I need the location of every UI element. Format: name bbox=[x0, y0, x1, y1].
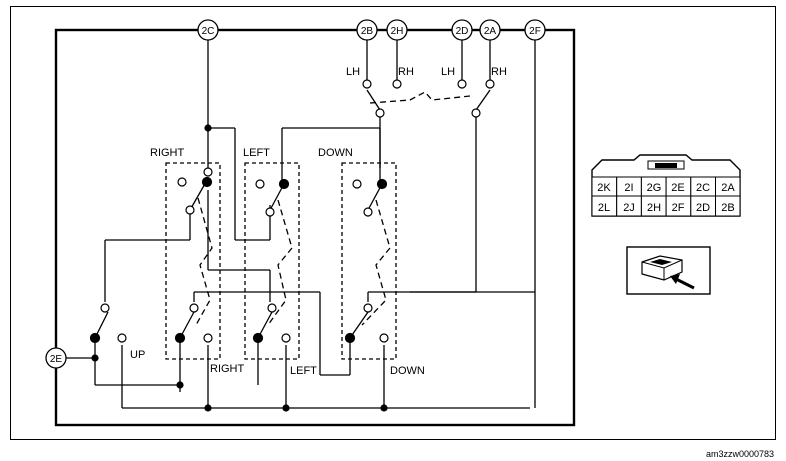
label-right-top: RIGHT bbox=[150, 147, 185, 159]
label-down-top: DOWN bbox=[318, 147, 353, 159]
terminal-2E-label: 2E bbox=[50, 354, 63, 365]
switch-box-down bbox=[341, 162, 397, 360]
switch-outline bbox=[54, 28, 576, 427]
switch-box-left bbox=[244, 162, 300, 360]
pin-2E: 2E bbox=[671, 182, 684, 194]
connector-view-icon bbox=[626, 246, 711, 295]
pin-2A: 2A bbox=[721, 182, 735, 194]
pin-2B: 2B bbox=[721, 202, 734, 214]
terminal-2D bbox=[451, 19, 473, 41]
label-up: UP bbox=[130, 349, 145, 361]
terminal-2H-label: 2H bbox=[391, 26, 404, 37]
pin-2D: 2D bbox=[696, 202, 710, 214]
label-left-bottom: LEFT bbox=[290, 365, 317, 377]
pin-2F: 2F bbox=[672, 202, 685, 214]
figure-reference-id: am3zzw0000783 bbox=[705, 449, 774, 459]
terminal-2C-label: 2C bbox=[202, 26, 215, 37]
terminal-2H bbox=[386, 19, 408, 41]
terminal-2D-label: 2D bbox=[456, 26, 469, 37]
pin-2H: 2H bbox=[647, 202, 661, 214]
terminal-2A bbox=[479, 19, 501, 41]
label-rh-2: RH bbox=[491, 66, 507, 78]
switch-box-right bbox=[165, 162, 221, 360]
label-rh-1: RH bbox=[398, 66, 414, 78]
pin-2L: 2L bbox=[598, 202, 610, 214]
figure-frame bbox=[10, 6, 776, 440]
pin-2J: 2J bbox=[623, 202, 635, 214]
pin-2G: 2G bbox=[647, 182, 662, 194]
pin-2K: 2K bbox=[597, 182, 611, 194]
connector-face: 2K 2I 2G 2E 2C 2A 2L 2J 2H 2F 2D 2B bbox=[591, 154, 741, 217]
pin-2I: 2I bbox=[624, 182, 633, 194]
label-down-bottom: DOWN bbox=[390, 365, 425, 377]
label-left-top: LEFT bbox=[243, 147, 270, 159]
label-lh-1: LH bbox=[346, 66, 360, 78]
terminal-2B-label: 2B bbox=[361, 26, 374, 37]
terminal-2C bbox=[197, 19, 219, 41]
label-right-bottom: RIGHT bbox=[210, 363, 245, 375]
terminal-2E bbox=[45, 347, 67, 369]
terminal-2F bbox=[524, 19, 546, 41]
terminal-2A-label: 2A bbox=[484, 26, 497, 37]
pin-2C: 2C bbox=[696, 182, 710, 194]
terminal-2B bbox=[356, 19, 378, 41]
terminal-2F-label: 2F bbox=[529, 26, 541, 37]
label-lh-2: LH bbox=[441, 66, 455, 78]
